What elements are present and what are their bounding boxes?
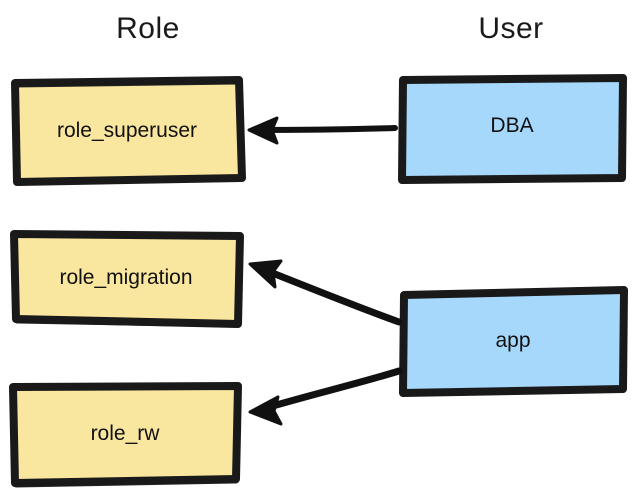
column-header-role: Role (116, 12, 180, 45)
node-role-superuser[interactable]: role_superuser (8, 74, 246, 188)
node-shape (398, 74, 627, 184)
node-app[interactable]: app (396, 283, 630, 401)
node-shape (11, 76, 246, 186)
edge-app-to-role-rw (248, 367, 403, 426)
node-shape (10, 230, 244, 328)
node-shape (399, 286, 628, 397)
column-header-user: User (478, 12, 544, 45)
node-dba[interactable]: DBA (394, 70, 630, 186)
edge-dba-to-role-superuser (247, 116, 398, 145)
node-role-rw[interactable]: role_rw (5, 379, 245, 491)
edge-app-to-role-migration (248, 259, 403, 326)
node-shape (9, 382, 242, 488)
node-role-migration[interactable]: role_migration (6, 226, 246, 332)
